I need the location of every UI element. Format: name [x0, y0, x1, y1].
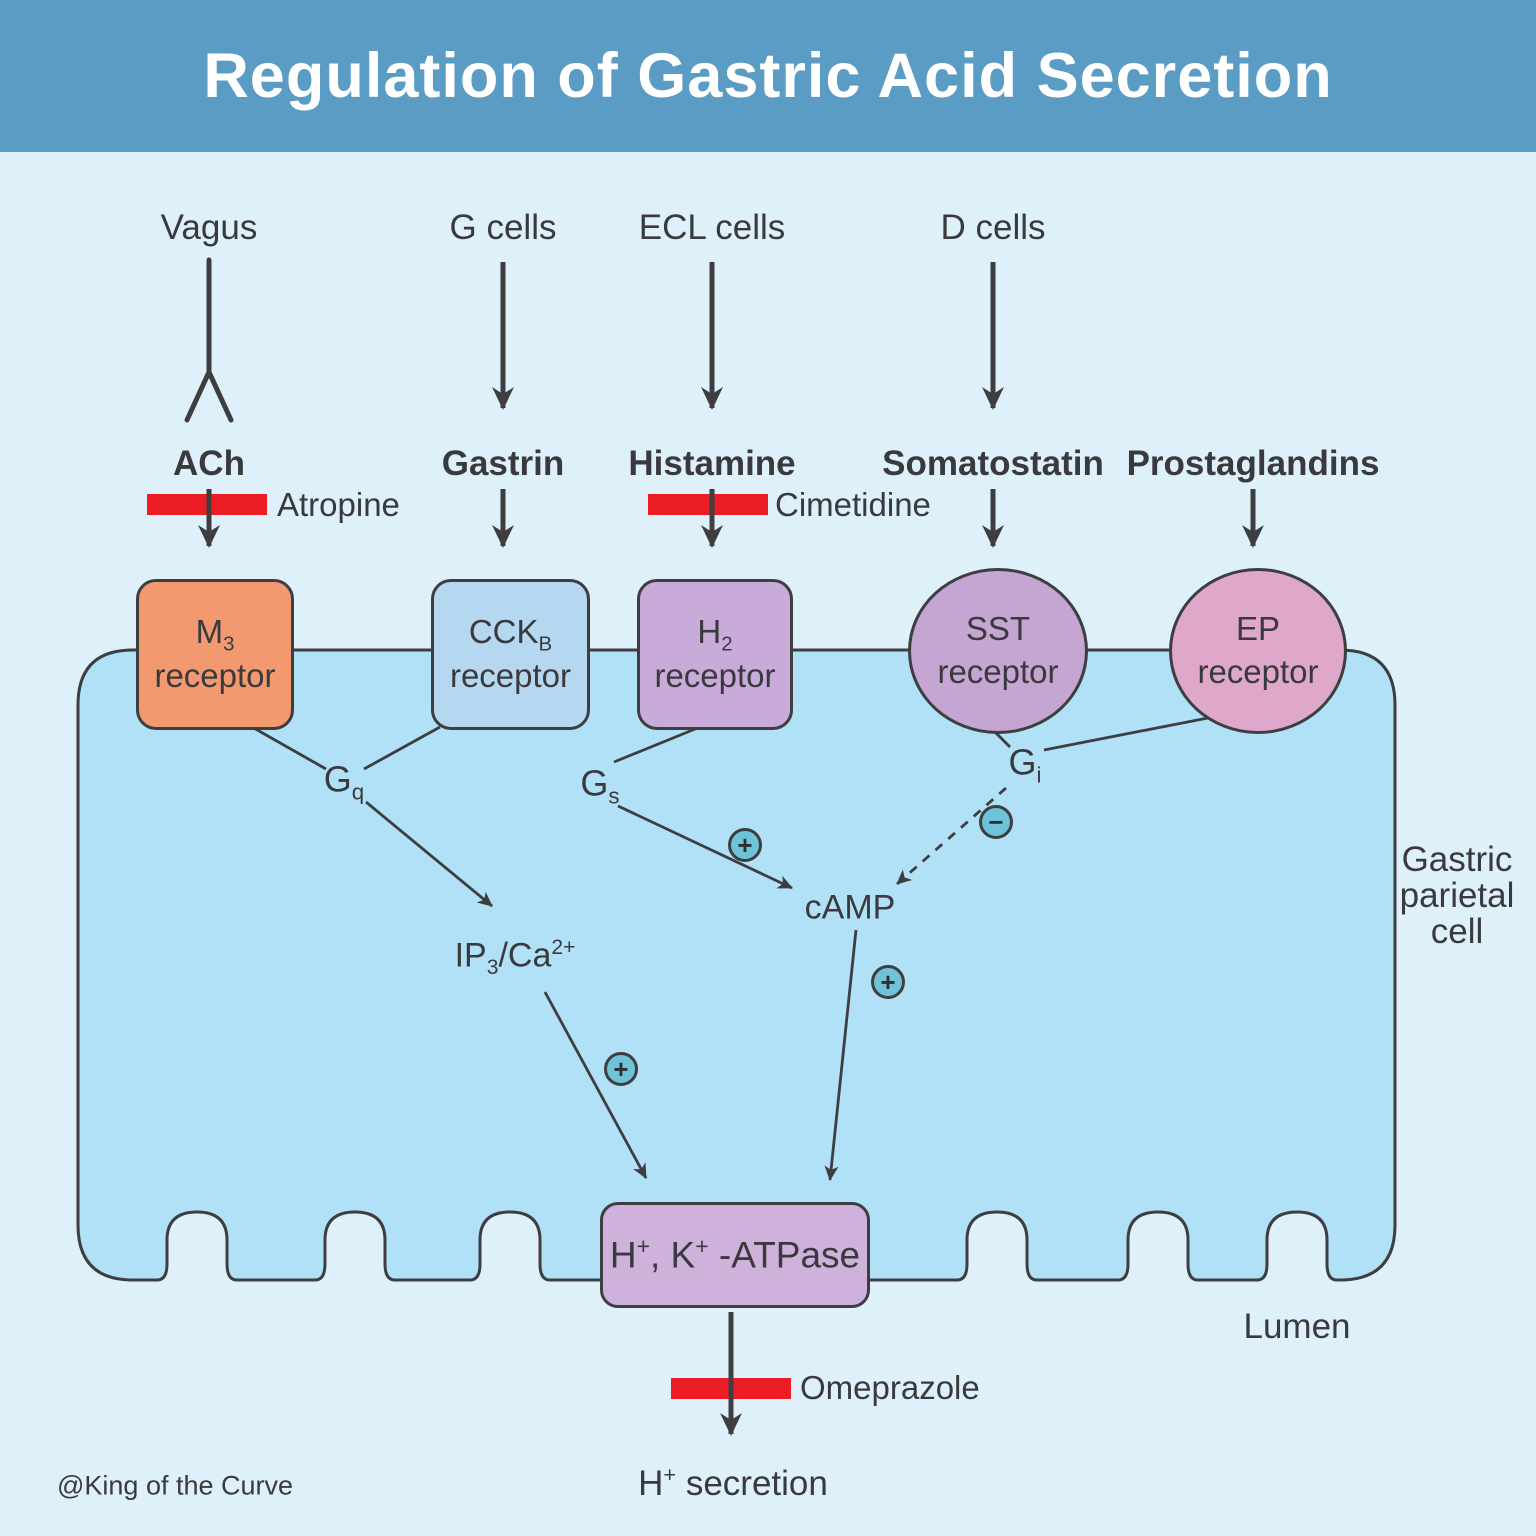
h2-receptor-name: H2 [697, 613, 733, 656]
h2-receptor: H2 receptor [637, 579, 793, 730]
gastrin-label: Gastrin [441, 444, 565, 483]
cckb-receptor-word: receptor [449, 656, 572, 694]
gs-plus-sign: + [728, 828, 762, 862]
m3-receptor-word: receptor [154, 656, 276, 694]
h2-to-gs-line [613, 725, 701, 764]
ep-to-gi-line [1043, 716, 1209, 752]
ep-receptor: EP receptor [1169, 568, 1347, 734]
gq-label: Gq [323, 758, 365, 805]
gs-to-camp-arrow [617, 804, 793, 890]
header-band: Regulation of Gastric Acid Secretion [0, 0, 1536, 152]
sst-receptor-name: SST [965, 609, 1031, 647]
h-secretion-label: H+ secretion [638, 1462, 828, 1503]
ep-receptor-word: receptor [1197, 653, 1319, 691]
lumen-label: Lumen [1243, 1307, 1351, 1346]
camp-plus-sign: + [871, 965, 905, 999]
m3-receptor-name: M3 [195, 613, 235, 656]
sst-receptor-word: receptor [937, 653, 1059, 691]
ach-label: ACh [173, 444, 245, 483]
h2-receptor-word: receptor [654, 656, 776, 694]
m3-receptor: M3 receptor [136, 579, 294, 730]
cimetidine-inhibition-bar [648, 494, 768, 515]
vagus-label: Vagus [160, 208, 258, 247]
cckb-receptor: CCKB receptor [431, 579, 590, 730]
parietal-cell-body [76, 648, 1397, 1282]
atropine-label: Atropine [277, 486, 400, 523]
cimetidine-label: Cimetidine [775, 486, 931, 523]
gi-to-camp-dashed-arrow [896, 786, 1007, 886]
vagus-nerve-symbol [184, 257, 234, 423]
histamine-label: Histamine [628, 444, 796, 483]
d-cells-label: D cells [940, 208, 1046, 247]
m3-to-gq-line [251, 725, 327, 771]
ip3-ca-label: IP3/Ca2+ [454, 935, 576, 980]
camp-to-atpase-arrow [824, 929, 858, 1181]
gs-label: Gs [580, 762, 620, 809]
gq-to-ip3-arrow [365, 800, 493, 908]
h-k-atpase-pump: H+, K+ -ATPase [600, 1202, 870, 1308]
ecl-cells-label: ECL cells [638, 208, 786, 247]
camp-label: cAMP [804, 888, 896, 927]
page-title: Regulation of Gastric Acid Secretion [203, 41, 1333, 111]
cckb-to-gq-line [363, 725, 441, 771]
gi-label: Gi [1008, 741, 1042, 788]
cckb-receptor-name: CCKB [468, 613, 553, 656]
omeprazole-label: Omeprazole [800, 1369, 980, 1406]
gastric-parietal-cell-label: Gastric parietal cell [1399, 839, 1515, 952]
ep-receptor-name: EP [1235, 609, 1281, 647]
watermark-credit: @King of the Curve [57, 1470, 294, 1501]
prostaglandins-label: Prostaglandins [1126, 444, 1380, 483]
somatostatin-label: Somatostatin [882, 444, 1104, 483]
h-k-atpase-label: H+, K+ -ATPase [609, 1233, 861, 1276]
ip3-plus-sign: + [604, 1052, 638, 1086]
g-cells-label: G cells [449, 208, 557, 247]
ip3-to-atpase-arrow [543, 991, 648, 1179]
gi-minus-sign: − [979, 805, 1013, 839]
sst-receptor: SST receptor [908, 568, 1088, 734]
